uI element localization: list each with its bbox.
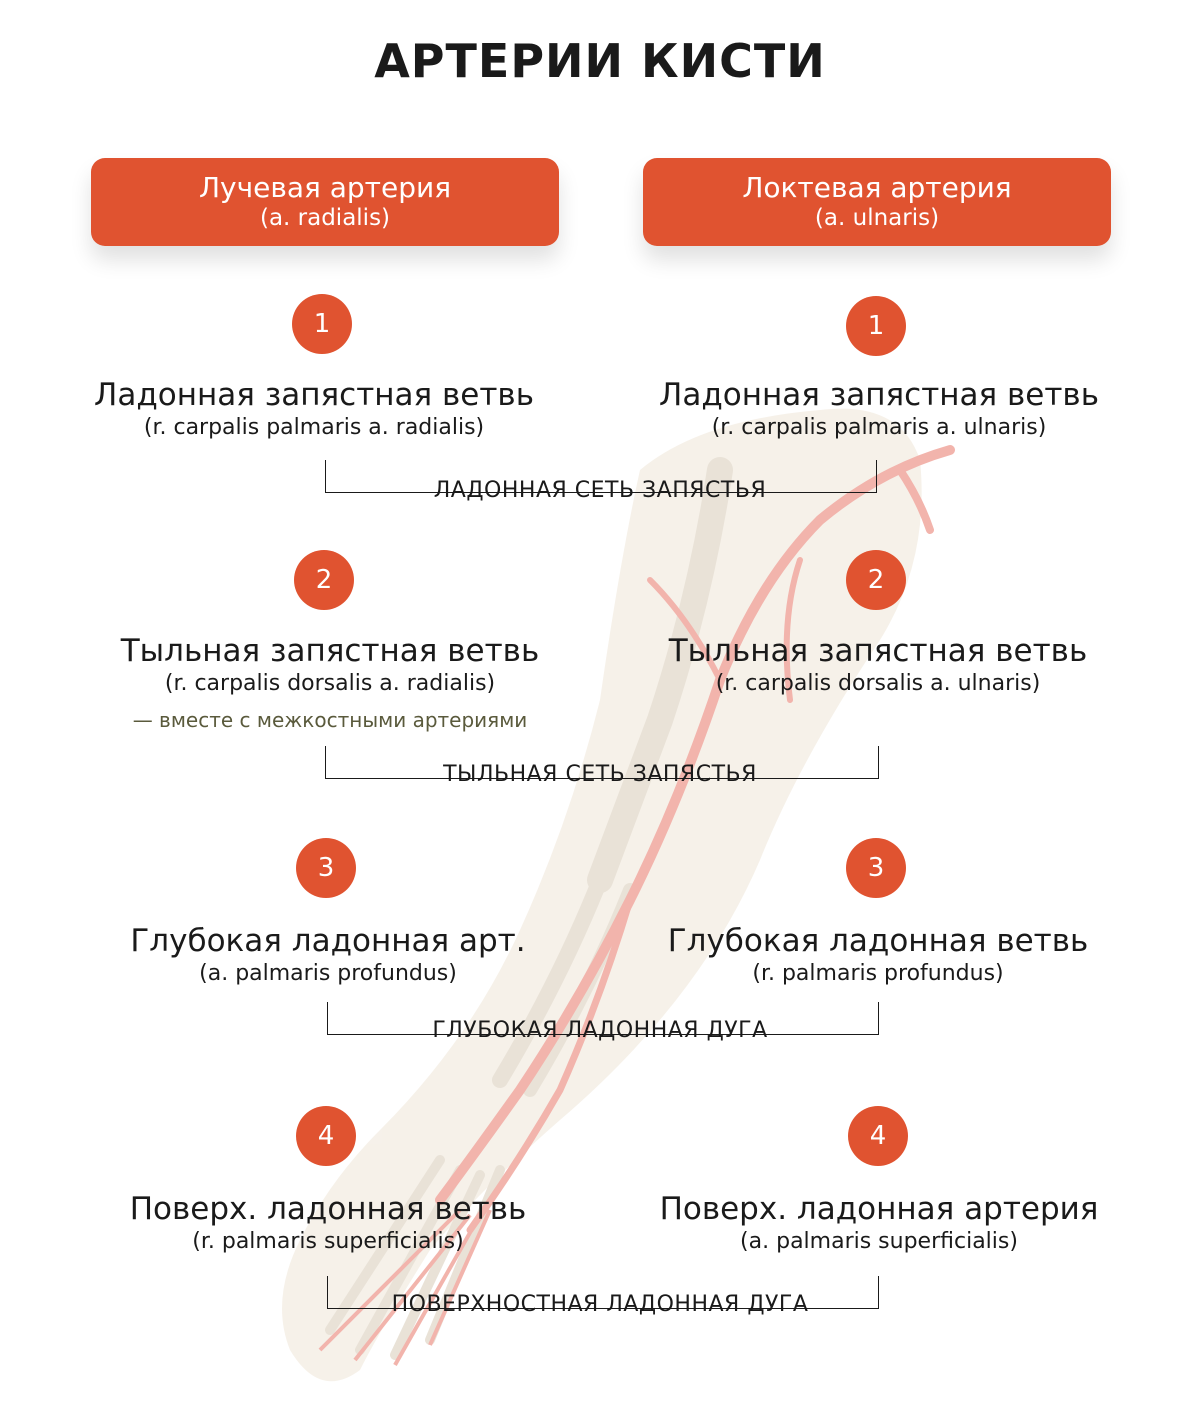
number-badge: 3 bbox=[296, 838, 356, 898]
branch-name: Поверх. ладонная ветвь bbox=[129, 1191, 527, 1227]
number-badge: 4 bbox=[848, 1106, 908, 1166]
connector-bracket bbox=[327, 1276, 879, 1309]
ulnar-branch-2: Тыльная запястная ветвь (r. carpalis dor… bbox=[598, 632, 1158, 698]
branch-name: Тыльная запястная ветвь bbox=[668, 633, 1088, 669]
number-badge: 1 bbox=[292, 294, 352, 354]
radial-artery-header-title: Лучевая артерия bbox=[198, 171, 452, 204]
connector-text: ПОВЕРХНОСТНАЯ ЛАДОННАЯ ДУГА bbox=[391, 1292, 809, 1317]
number-badge: 1 bbox=[846, 296, 906, 356]
radial-branch-3: Глубокая ладонная арт. (a. palmaris prof… bbox=[48, 922, 608, 988]
ulnar-artery-header-latin: (a. ulnaris) bbox=[814, 205, 940, 231]
number-badge: 2 bbox=[294, 550, 354, 610]
page-title: АРТЕРИИ КИСТИ bbox=[374, 34, 826, 88]
radial-artery-header: Лучевая артерия (a. radialis) bbox=[91, 158, 559, 246]
branch-name: Поверх. ладонная артерия bbox=[659, 1191, 1099, 1227]
connector-bracket bbox=[325, 460, 877, 493]
connector-text: ГЛУБОКАЯ ЛАДОННАЯ ДУГА bbox=[432, 1018, 768, 1043]
branch-latin: (r. carpalis palmaris a. ulnaris) bbox=[711, 415, 1047, 440]
interosseous-note: — вместе с межкостными артериями bbox=[132, 708, 528, 732]
connector-text: ЛАДОННАЯ СЕТЬ ЗАПЯСТЬЯ bbox=[433, 478, 767, 503]
connector-label: ПОВЕРХНОСТНАЯ ЛАДОННАЯ ДУГА bbox=[0, 1292, 1200, 1317]
ulnar-branch-3: Глубокая ладонная ветвь (r. palmaris pro… bbox=[598, 922, 1158, 988]
branch-name: Глубокая ладонная ветвь bbox=[667, 923, 1089, 959]
connector-bracket bbox=[327, 1002, 879, 1035]
ulnar-artery-header-title: Локтевая артерия bbox=[742, 171, 1012, 204]
radial-branch-1: Ладонная запястная ветвь (r. carpalis pa… bbox=[34, 376, 594, 442]
radial-branch-4: Поверх. ладонная ветвь (r. palmaris supe… bbox=[48, 1190, 608, 1256]
branch-latin: (r. carpalis palmaris a. radialis) bbox=[143, 415, 485, 440]
ulnar-branch-1: Ладонная запястная ветвь (r. carpalis pa… bbox=[599, 376, 1159, 442]
branch-latin: (r. carpalis dorsalis a. ulnaris) bbox=[715, 671, 1041, 696]
branch-latin: (a. palmaris profundus) bbox=[199, 961, 457, 986]
connector-bracket bbox=[325, 746, 879, 779]
number-badge: 2 bbox=[846, 550, 906, 610]
connector-text: ТЫЛЬНАЯ СЕТЬ ЗАПЯСТЬЯ bbox=[443, 762, 757, 787]
ulnar-branch-4: Поверх. ладонная артерия (a. palmaris su… bbox=[599, 1190, 1159, 1256]
branch-latin: (r. carpalis dorsalis a. radialis) bbox=[164, 671, 496, 696]
branch-latin: (r. palmaris superficialis) bbox=[192, 1229, 464, 1254]
number-badge: 4 bbox=[296, 1106, 356, 1166]
connector-label: ЛАДОННАЯ СЕТЬ ЗАПЯСТЬЯ bbox=[0, 478, 1200, 503]
branch-name: Ладонная запястная ветвь bbox=[659, 377, 1099, 413]
branch-name: Ладонная запястная ветвь bbox=[94, 377, 534, 413]
ulna-bone bbox=[523, 883, 637, 1097]
branch-latin: (r. palmaris profundus) bbox=[752, 961, 1004, 986]
ulnar-artery-header: Локтевая артерия (a. ulnaris) bbox=[643, 158, 1111, 246]
radial-artery-header-latin: (a. radialis) bbox=[259, 205, 391, 231]
number-badge: 3 bbox=[846, 838, 906, 898]
branch-latin: (a. palmaris superficialis) bbox=[740, 1229, 1018, 1254]
connector-label: ГЛУБОКАЯ ЛАДОННАЯ ДУГА bbox=[0, 1018, 1200, 1043]
radial-branch-2: Тыльная запястная ветвь (r. carpalis dor… bbox=[50, 632, 610, 698]
branch-name: Глубокая ладонная арт. bbox=[130, 923, 526, 959]
branch-name: Тыльная запястная ветвь bbox=[120, 633, 540, 669]
connector-label: ТЫЛЬНАЯ СЕТЬ ЗАПЯСТЬЯ bbox=[0, 762, 1200, 787]
